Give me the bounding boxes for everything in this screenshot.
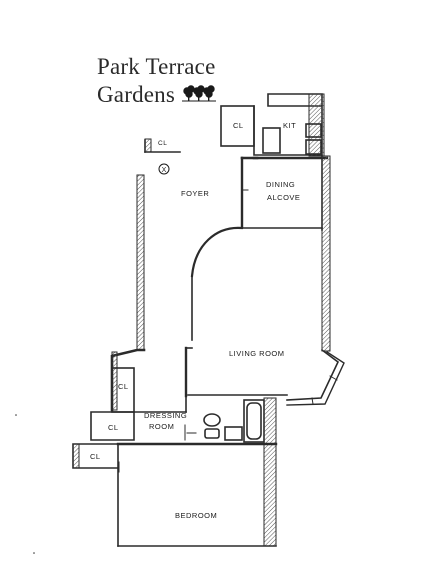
room-label-foyer: FOYER — [181, 189, 210, 198]
scan-speck — [15, 414, 17, 416]
brand-title-line1: Park Terrace — [97, 54, 216, 79]
room-label-closet-small-top: CL — [158, 140, 168, 147]
room-label-dining-line2: ALCOVE — [267, 193, 301, 202]
trees-icon — [182, 85, 216, 102]
room-label-closet-top: CL — [233, 121, 244, 130]
brand-title-line2: Gardens — [97, 82, 176, 107]
room-label-dressing-line1: DRESSING — [144, 411, 188, 420]
walls — [72, 93, 345, 547]
room-label-dining-line1: DINING — [266, 180, 296, 189]
room-label-closet-dressing-upper: CL — [118, 382, 129, 391]
room-label-dressing-line2: ROOM — [149, 422, 175, 431]
entry-marker-label: X — [162, 167, 167, 174]
room-label-closet-dressing-lower: CL — [108, 423, 119, 432]
scan-speck — [33, 552, 35, 554]
room-label-closet-bedroom: CL — [90, 452, 101, 461]
room-label-bedroom: BEDROOM — [175, 511, 218, 520]
room-label-living: LIVING ROOM — [229, 349, 285, 358]
room-label-kitchen: KIT — [283, 121, 297, 130]
entry-marker-circle — [158, 163, 170, 175]
